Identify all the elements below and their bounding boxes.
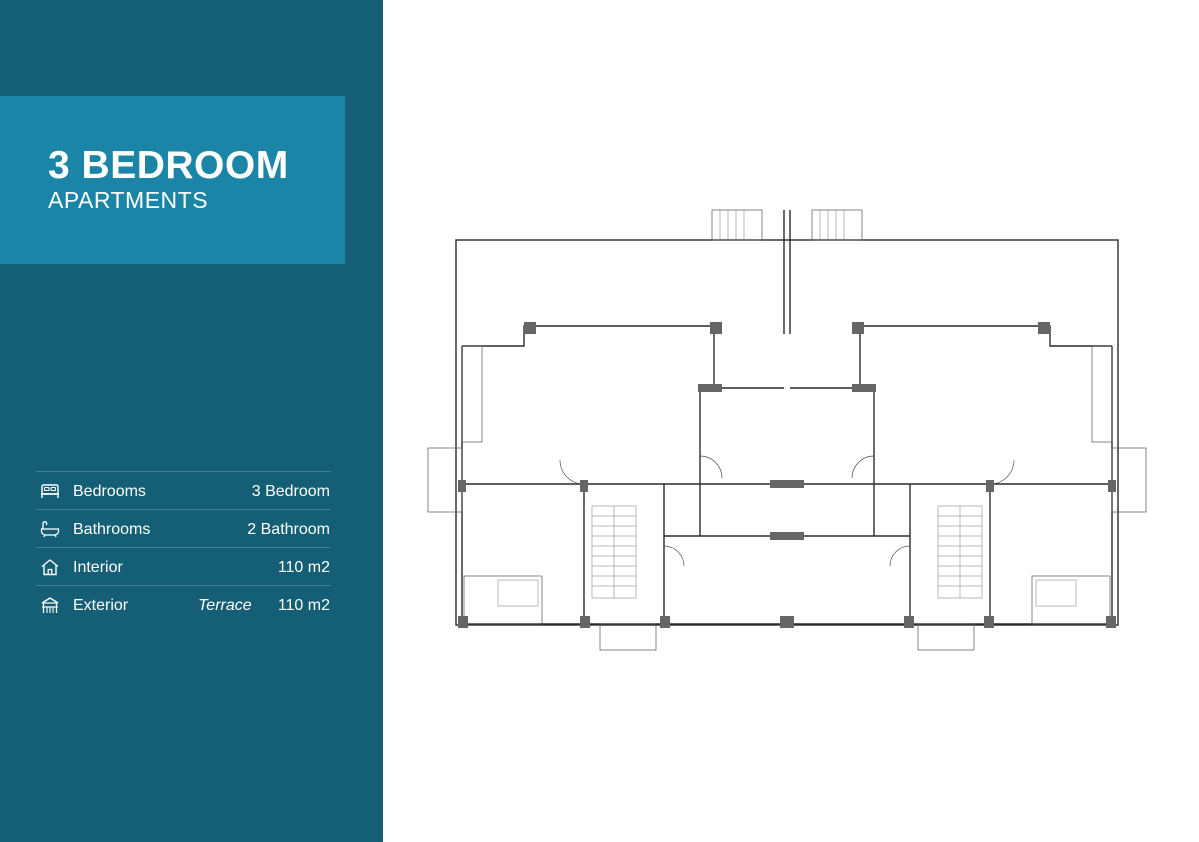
sidebar: 3 BEDROOM APARTMENTS Bedrooms 3 Bedroom (0, 0, 383, 842)
spec-row-exterior: Exterior Terrace 110 m2 (36, 586, 331, 623)
spec-label: Exterior (73, 597, 129, 614)
terrace-icon (41, 597, 59, 613)
spec-value: 2 Bathroom (247, 521, 330, 538)
spec-label: Bedrooms (73, 483, 146, 500)
spec-value: 110 m2 (277, 559, 330, 576)
spec-row-interior: Interior 110 m2 (36, 548, 331, 586)
page-subtitle: APARTMENTS (48, 187, 209, 213)
bed-icon (41, 484, 59, 498)
spec-label: Bathrooms (73, 521, 151, 538)
spec-note: Terrace (198, 597, 252, 614)
page-title: 3 BEDROOM (48, 144, 289, 187)
floor-plan-drawing (427, 209, 1147, 651)
spec-row-bathrooms: Bathrooms 2 Bathroom (36, 510, 331, 548)
bathtub-icon (40, 521, 60, 538)
spec-label: Interior (73, 559, 123, 576)
title-box (0, 96, 345, 264)
spec-value: 3 Bedroom (251, 483, 330, 500)
house-icon (41, 559, 59, 576)
spec-row-bedrooms: Bedrooms 3 Bedroom (36, 472, 331, 510)
spec-list: Bedrooms 3 Bedroom Bathrooms 2 Bathroom … (36, 471, 331, 623)
spec-value: 110 m2 (277, 597, 330, 614)
